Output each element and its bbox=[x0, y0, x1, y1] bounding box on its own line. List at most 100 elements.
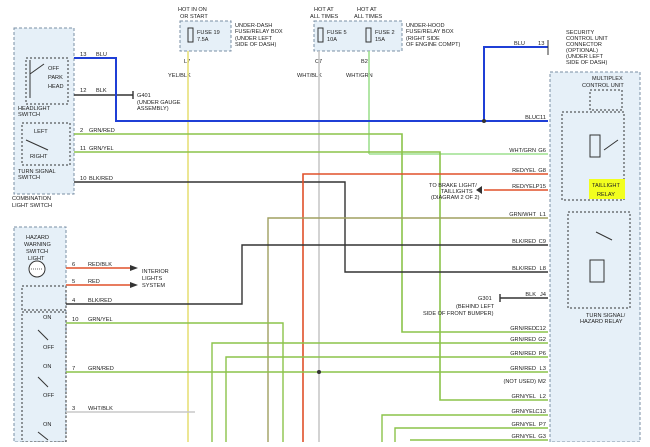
right-pin-id: C12 bbox=[535, 326, 546, 332]
right-pin-id: J4 bbox=[540, 292, 547, 298]
underhood-box-label-1: UNDER-HOOD bbox=[406, 23, 445, 29]
right-pin-wire-label: BLK bbox=[525, 292, 536, 298]
combo-pin-2: 2 bbox=[80, 128, 83, 134]
multiplex-logic-block bbox=[589, 89, 623, 111]
hazard-pin-10: 10 bbox=[72, 317, 78, 323]
brake-note-1: TO BRAKE LIGHT/ bbox=[429, 183, 477, 189]
turn-right-label: RIGHT bbox=[30, 154, 48, 160]
right-pin-wire-label: GRN/WHT bbox=[509, 212, 536, 218]
interior-lights-1: INTERIOR bbox=[142, 269, 169, 275]
headlight-switch-blade bbox=[29, 63, 45, 75]
pin-b2: B2 bbox=[361, 59, 368, 65]
underhood-box-label-4: OF ENGINE COMPT) bbox=[406, 42, 461, 48]
underhood-fusebox bbox=[313, 20, 403, 52]
wire-grnwht bbox=[267, 217, 548, 442]
fuse5-amps: 10A bbox=[327, 37, 337, 43]
hazard-contact-2 bbox=[37, 376, 49, 388]
fuse2-symbol bbox=[365, 27, 372, 43]
right-pin-wire-label: GRN/RED bbox=[510, 351, 536, 357]
headlight-head-label: HEAD bbox=[48, 84, 64, 90]
wire-grnyel-hazard bbox=[102, 322, 284, 442]
combo-wire-blu: BLU bbox=[96, 52, 107, 58]
hazard-pin-4: 4 bbox=[72, 298, 76, 304]
security-label-4: (OPTIONAL) bbox=[566, 48, 598, 54]
hazard-title-2: WARNING bbox=[24, 242, 51, 248]
headlight-switch-outline bbox=[25, 57, 69, 105]
wire-yelblk-label: YEL/BLK bbox=[168, 73, 191, 79]
taillight-relay-outline bbox=[561, 111, 625, 201]
wire-grnyel-c13 bbox=[381, 414, 548, 442]
right-pin-wire-label: BLK/RED bbox=[512, 266, 536, 272]
turn-relay-label-1: TURN SIGNAL/ bbox=[586, 313, 626, 319]
wire-blkred-hazard bbox=[102, 244, 548, 305]
wire-blu-security bbox=[483, 46, 548, 121]
combo-pin-10: 10 bbox=[80, 176, 86, 182]
right-pin-wire-label: GRN/YEL bbox=[511, 422, 536, 428]
right-pin-id: L8 bbox=[540, 266, 546, 272]
hazard-wire-red: RED bbox=[88, 279, 100, 285]
combo-wire-blk: BLK bbox=[96, 88, 107, 94]
combo-wire-grnyel: GRN/YEL bbox=[89, 146, 114, 152]
interior-lights-2: LIGHTS bbox=[142, 276, 162, 282]
turn-relay-contact bbox=[595, 231, 613, 241]
arrow-icon bbox=[130, 265, 138, 271]
right-pin-id: G6 bbox=[538, 148, 546, 154]
combo-wire-grnred: GRN/RED bbox=[89, 128, 115, 134]
wire-redyel-main bbox=[302, 173, 548, 442]
right-pin-id: L2 bbox=[540, 394, 546, 400]
hot-all-times-1a: HOT AT bbox=[314, 7, 334, 13]
hot-in-on-label: HOT IN ON bbox=[178, 7, 207, 13]
fuse2-amps: 15A bbox=[375, 37, 385, 43]
right-pin-id: G8 bbox=[538, 168, 546, 174]
underhood-box-label-3: (RIGHT SIDE bbox=[406, 36, 440, 42]
hot-all-times-1b: ALL TIMES bbox=[310, 14, 339, 20]
right-pin-id: L1 bbox=[540, 212, 546, 218]
hazard-off-2: OFF bbox=[43, 393, 55, 399]
turn-relay-coil bbox=[589, 259, 605, 283]
hot-all-times-2b: ALL TIMES bbox=[354, 14, 383, 20]
right-pin-id: G3 bbox=[538, 434, 546, 440]
hazard-pin-6: 6 bbox=[72, 262, 75, 268]
security-pin-13: 13 bbox=[538, 41, 544, 47]
brake-note-3: (DIAGRAM 2 OF 2) bbox=[431, 195, 480, 201]
right-pin-id: P6 bbox=[539, 351, 546, 357]
ground-g301-desc-1: (BEHIND LEFT bbox=[456, 304, 495, 310]
ground-g301-label: G301 bbox=[478, 296, 492, 302]
turn-signal-switch-label-2: SWITCH bbox=[18, 175, 40, 181]
combo-pin-11: 11 bbox=[80, 146, 86, 152]
hazard-title-3: SWITCH bbox=[26, 249, 48, 255]
underdash-box-label-2: FUSE/RELAY BOX bbox=[235, 29, 283, 35]
ground-g301-desc-2: SIDE OF FRONT BUMPER) bbox=[423, 311, 494, 317]
wire-grnred-p6 bbox=[225, 356, 548, 442]
underdash-box-label-1: UNDER-DASH bbox=[235, 23, 272, 29]
right-pin-wire-label: GRN/YEL bbox=[511, 409, 536, 415]
fuse5-label: FUSE 5 bbox=[327, 30, 347, 36]
security-label-3: CONNECTOR bbox=[566, 42, 602, 48]
multiplex-title-2: CONTROL UNIT bbox=[582, 83, 624, 89]
wire-grnyel-combo bbox=[74, 151, 548, 401]
underdash-box-label-3: (UNDER LEFT bbox=[235, 36, 273, 42]
wire-whtblk-label: WHT/BLK bbox=[297, 73, 322, 79]
combination-switch-label-1: COMBINATION bbox=[12, 196, 51, 202]
taillight-relay-label-1: TAILLIGHT bbox=[592, 183, 620, 189]
headlight-switch-label-1: HEADLIGHT bbox=[18, 106, 51, 112]
right-pin-wire-label: (NOT USED) bbox=[503, 379, 536, 385]
hazard-wire-grnyel: GRN/YEL bbox=[88, 317, 113, 323]
right-pin-id: C13 bbox=[535, 409, 546, 415]
headlight-switch-label-2: SWITCH bbox=[18, 112, 40, 118]
turn-relay-label-2: HAZARD RELAY bbox=[580, 319, 623, 325]
wire-whtgrn-label: WHT/GRN bbox=[346, 73, 373, 79]
security-wire-blu: BLU bbox=[514, 41, 525, 47]
right-pin-wire-label: GRN/RED bbox=[510, 337, 536, 343]
right-pin-wire-label: BLK/RED bbox=[512, 239, 536, 245]
right-pin-wire-label: GRN/RED bbox=[510, 326, 536, 332]
headlight-off-label: OFF bbox=[48, 66, 60, 72]
combo-wire-blkred: BLK/RED bbox=[89, 176, 113, 182]
right-pin-id: P15 bbox=[536, 184, 546, 190]
ground-g401-desc-1: (UNDER GAUGE bbox=[137, 100, 181, 106]
hazard-on-3: ON bbox=[43, 422, 51, 428]
turn-signal-switch-label-1: TURN SIGNAL bbox=[18, 169, 56, 175]
